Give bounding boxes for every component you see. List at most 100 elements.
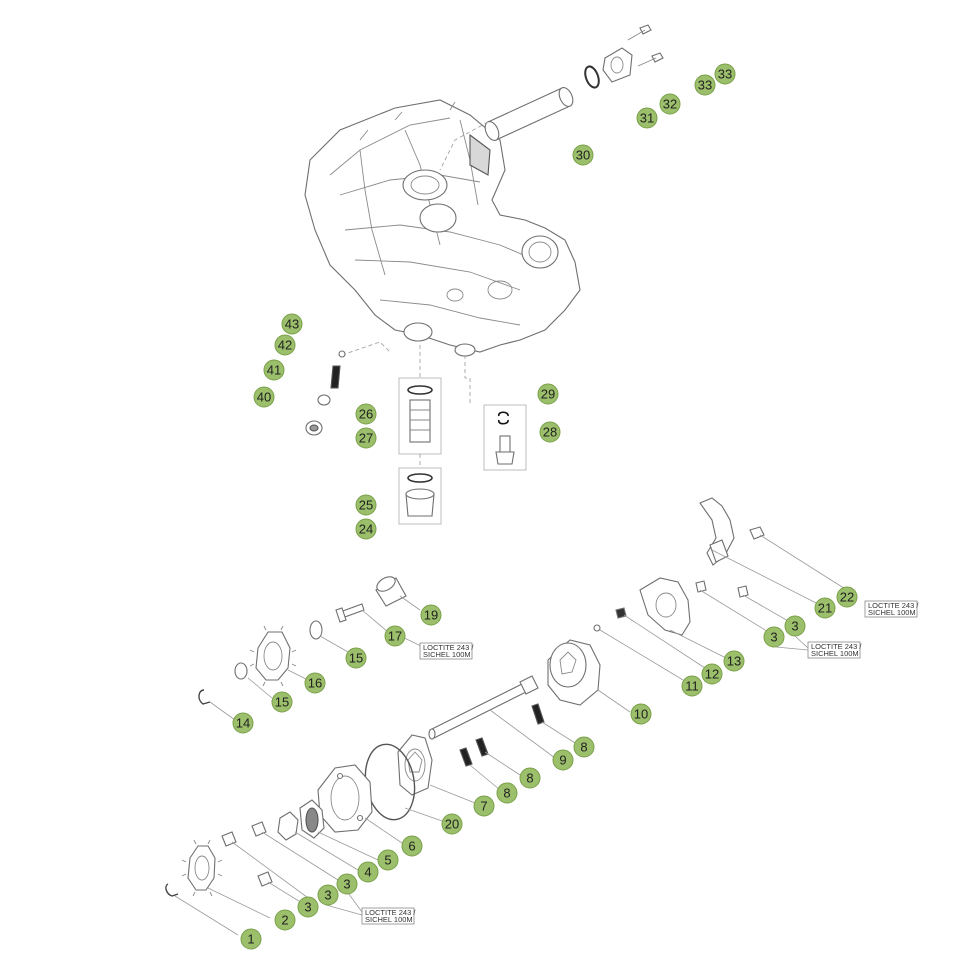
- callout-16: 16: [304, 672, 326, 694]
- cover-assembly-drawing: [593, 497, 851, 684]
- svg-text:29: 29: [541, 387, 555, 402]
- svg-text:15: 15: [275, 695, 289, 710]
- callout-3: 3: [336, 873, 358, 895]
- svg-text:SICHEL 100M: SICHEL 100M: [811, 649, 859, 658]
- svg-text:14: 14: [236, 716, 250, 731]
- callout-31: 31: [636, 107, 658, 129]
- callout-8: 8: [573, 736, 595, 758]
- svg-text:15: 15: [349, 651, 363, 666]
- svg-text:27: 27: [359, 431, 373, 446]
- callout-24: 24: [355, 518, 377, 540]
- svg-text:26: 26: [359, 407, 373, 422]
- callout-30: 30: [572, 144, 594, 166]
- svg-text:3: 3: [324, 888, 331, 903]
- callout-27: 27: [355, 427, 377, 449]
- callout-42: 42: [274, 334, 296, 356]
- svg-text:3: 3: [770, 630, 777, 645]
- callout-10: 10: [630, 703, 652, 725]
- svg-text:1: 1: [247, 932, 254, 947]
- left-pin-assembly-drawing: [305, 341, 391, 436]
- loctite-note-22: LOCTITE 243 / SICHEL 100M: [864, 600, 919, 618]
- svg-text:21: 21: [818, 601, 832, 616]
- callout-41: 41: [263, 359, 285, 381]
- callout-3: 3: [763, 626, 785, 648]
- callout-15: 15: [345, 647, 367, 669]
- callout-43: 43: [281, 313, 303, 335]
- svg-text:3: 3: [304, 900, 311, 915]
- svg-text:25: 25: [359, 498, 373, 513]
- svg-text:16: 16: [308, 676, 322, 691]
- svg-text:3: 3: [791, 619, 798, 634]
- svg-text:19: 19: [424, 608, 438, 623]
- svg-text:24: 24: [359, 522, 373, 537]
- callout-15: 15: [271, 691, 293, 713]
- callout-14: 14: [232, 712, 254, 734]
- callout-26: 26: [355, 403, 377, 425]
- svg-text:28: 28: [543, 425, 557, 440]
- svg-text:2: 2: [281, 913, 288, 928]
- callout-11: 11: [681, 675, 703, 697]
- svg-text:4: 4: [364, 865, 371, 880]
- callout-33: 33: [694, 74, 716, 96]
- svg-text:22: 22: [840, 590, 854, 605]
- callout-20: 20: [441, 813, 463, 835]
- callout-5: 5: [377, 849, 399, 871]
- svg-text:20: 20: [445, 817, 459, 832]
- callout-8: 8: [519, 767, 541, 789]
- pump-housing-drawing: [317, 734, 476, 844]
- svg-text:3: 3: [343, 877, 350, 892]
- callout-33: 33: [714, 63, 736, 85]
- loctite-notes: LOCTITE 243 / SICHEL 100M LOCTITE 243 / …: [361, 600, 919, 925]
- tube-assembly-drawing: [439, 24, 664, 171]
- callout-3: 3: [297, 896, 319, 918]
- svg-text:43: 43: [285, 317, 299, 332]
- callout-28: 28: [539, 421, 561, 443]
- svg-text:12: 12: [705, 667, 719, 682]
- svg-text:8: 8: [580, 740, 587, 755]
- svg-text:33: 33: [718, 67, 732, 82]
- callout-22: 22: [836, 586, 858, 608]
- callout-labels: 33 33 32 31 30 43 42 41 40 29 28 26 27 2…: [232, 63, 858, 950]
- loctite-note-17: LOCTITE 243 / SICHEL 100M: [419, 642, 474, 660]
- callout-29: 29: [537, 383, 559, 405]
- svg-text:31: 31: [640, 111, 654, 126]
- callout-19: 19: [420, 604, 442, 626]
- svg-text:LOCTITE 243 /: LOCTITE 243 /: [365, 908, 416, 917]
- svg-text:32: 32: [663, 97, 677, 112]
- callout-32: 32: [659, 93, 681, 115]
- svg-text:SICHEL 100M: SICHEL 100M: [365, 915, 413, 924]
- svg-text:10: 10: [634, 707, 648, 722]
- svg-text:SICHEL 100M: SICHEL 100M: [423, 650, 471, 659]
- callout-7: 7: [473, 795, 495, 817]
- svg-text:LOCTITE 243 /: LOCTITE 243 /: [811, 642, 862, 651]
- svg-text:8: 8: [526, 771, 533, 786]
- svg-text:42: 42: [278, 338, 292, 353]
- loctite-note-3: LOCTITE 243 / SICHEL 100M: [807, 641, 862, 659]
- svg-text:LOCTITE 243 /: LOCTITE 243 /: [423, 643, 474, 652]
- callout-13: 13: [723, 650, 745, 672]
- callout-3: 3: [784, 615, 806, 637]
- svg-text:13: 13: [727, 654, 741, 669]
- callout-6: 6: [401, 835, 423, 857]
- callout-12: 12: [701, 663, 723, 685]
- callout-1: 1: [240, 928, 262, 950]
- svg-text:9: 9: [559, 753, 566, 768]
- front-gear-assembly-drawing: [165, 799, 379, 936]
- svg-text:SICHEL 100M: SICHEL 100M: [868, 608, 916, 617]
- filter-assembly-drawing: [398, 345, 442, 525]
- svg-text:LOCTITE 243 /: LOCTITE 243 /: [868, 601, 919, 610]
- callout-9: 9: [552, 749, 574, 771]
- callout-3: 3: [317, 884, 339, 906]
- callout-2: 2: [274, 909, 296, 931]
- callout-8: 8: [496, 782, 518, 804]
- valve-assembly-drawing: [464, 355, 527, 471]
- svg-text:11: 11: [685, 679, 699, 694]
- rotor-drawing: [547, 639, 631, 713]
- loctite-note-1: LOCTITE 243 / SICHEL 100M: [361, 907, 416, 925]
- callout-17: 17: [384, 625, 406, 647]
- svg-text:5: 5: [384, 853, 391, 868]
- shaft-drawing: [428, 675, 576, 791]
- callout-21: 21: [814, 597, 836, 619]
- callout-4: 4: [357, 861, 379, 883]
